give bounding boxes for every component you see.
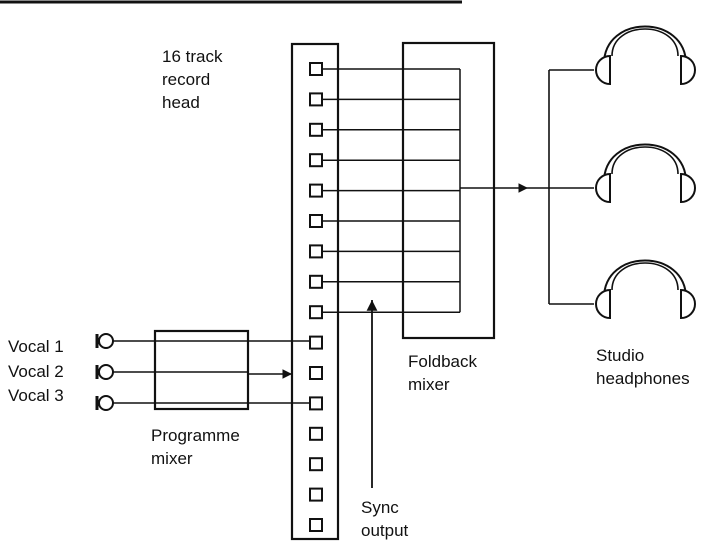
headphones-label-line1: Studio (596, 346, 644, 365)
track-cell-6 (309, 214, 323, 228)
track-cell-9 (309, 305, 323, 320)
track-cell-1 (309, 62, 323, 76)
jack-socket-icon (98, 395, 114, 411)
track-cell-16 (309, 518, 323, 532)
programme-mixer-label-line2: mixer (151, 449, 193, 468)
track-cell-12 (309, 396, 323, 411)
track-cell-11 (309, 366, 323, 380)
vocal-1-label: Vocal 1 (8, 337, 64, 356)
headphones-icon (595, 25, 696, 86)
track-cell-10 (309, 335, 323, 350)
track-cell-13 (309, 426, 323, 441)
foldback-label-line1: Foldback (408, 352, 477, 371)
studio-headphones (595, 25, 696, 320)
jack-socket-icon (98, 364, 114, 380)
programme-mixer-box (153, 329, 250, 411)
vocal-inputs (95, 333, 310, 411)
track-cell-15 (309, 487, 323, 502)
record-head-label-line2: record (162, 70, 210, 89)
headphones-label-line2: headphones (596, 369, 690, 388)
track-cell-5 (309, 183, 323, 198)
programme-mixer-label-line1: Programme (151, 426, 240, 445)
sync-output-label-line2: output (361, 521, 409, 540)
track-cell-4 (309, 153, 323, 168)
foldback-wiring (322, 68, 461, 313)
jack-socket-icon (98, 333, 114, 349)
record-head-tracks (309, 62, 323, 532)
track-cell-3 (309, 122, 323, 137)
record-head-label-line3: head (162, 93, 200, 112)
track-cell-2 (309, 92, 323, 107)
foldback-label-line2: mixer (408, 375, 450, 394)
record-head-label-line1: 16 track (162, 47, 223, 66)
headphones-icon (595, 143, 696, 204)
vocal-2-label: Vocal 2 (8, 362, 64, 381)
track-cell-14 (309, 457, 323, 472)
sync-output-label-line1: Sync (361, 498, 399, 517)
track-cell-8 (309, 274, 323, 289)
record-head-body (290, 42, 340, 541)
track-cell-7 (309, 244, 323, 259)
headphones-icon (595, 259, 696, 320)
vocal-3-label: Vocal 3 (8, 386, 64, 405)
